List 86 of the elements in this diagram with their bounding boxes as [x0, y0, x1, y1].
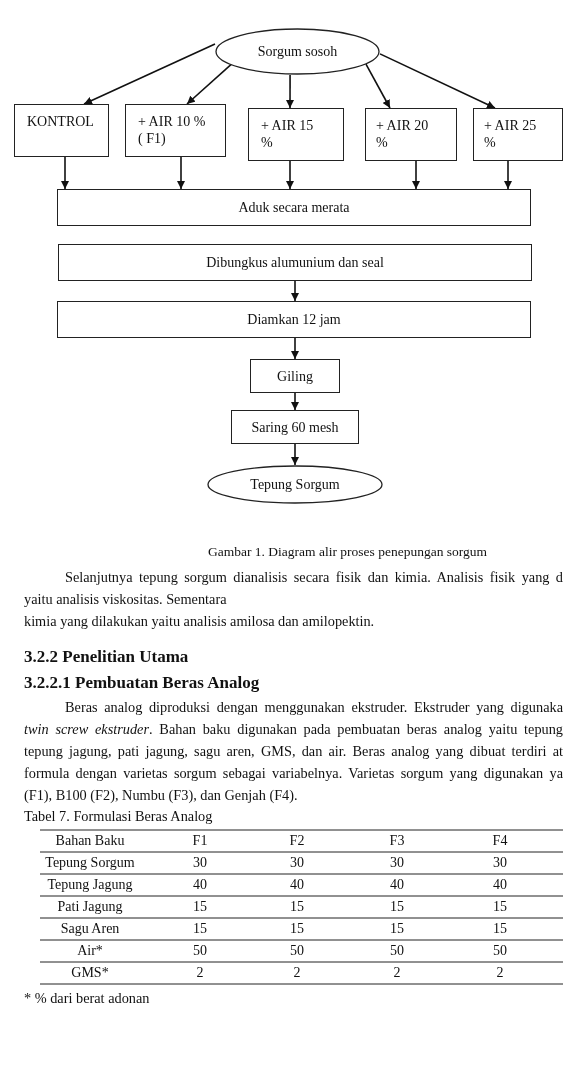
box-label: KONTROL	[27, 113, 94, 130]
table-cell-text: 50	[492, 942, 508, 960]
table-cell-text: 30	[492, 854, 508, 872]
table-cell-text: Tepung Sorgum	[44, 854, 136, 872]
process-box	[14, 104, 109, 157]
arrow	[61, 156, 69, 190]
table-cell-text: 2	[392, 964, 402, 982]
body-text: Selanjutnya tepung sorgum dianalisis secara fisik dan kimia. Analisis fisik yang d	[65, 568, 563, 586]
arrow	[291, 280, 299, 302]
arrow	[365, 63, 391, 109]
table-cell-text: 15	[492, 920, 508, 938]
body-text: kimia yang dilakukan yaitu analisis amilosa dan amilopektin.	[24, 612, 375, 630]
table-cell-text: 40	[492, 876, 508, 894]
table-cell-text: 30	[289, 854, 305, 872]
body-text: (F1), B100 (F2), Numbu (F3), dan Genjah (F4).	[24, 786, 298, 804]
column-header: F1	[191, 832, 209, 850]
box-label: Giling	[277, 367, 313, 385]
arrow	[504, 160, 512, 190]
table-cell-text: 15	[389, 920, 405, 938]
box-label: Saring 60 mesh	[251, 418, 339, 436]
column-header: Bahan Baku	[54, 832, 126, 850]
column-header: F4	[491, 832, 509, 850]
table-cell-text: 40	[389, 876, 405, 894]
body-text: yaitu analisis viskositas. Sementara	[24, 590, 228, 608]
process-box	[248, 108, 344, 161]
process-box	[250, 359, 340, 393]
table-cell-text: 40	[289, 876, 305, 894]
box-label: Tepung Sorgum	[250, 476, 340, 493]
box-label: Dibungkus alumunium dan seal	[206, 254, 384, 271]
body-text: Beras analog diproduksi dengan menggunakan ekstruder. Ekstruder yang digunaka	[65, 698, 563, 716]
terminal-ellipse	[215, 28, 380, 75]
arrow	[177, 156, 185, 190]
body-text: formula dengan varietas sorgum sebagai variabelnya. Varietas sorgum yang digunakan ya	[24, 764, 563, 782]
table-cell-text: 50	[389, 942, 405, 960]
table-cell-text: Tepung Jagung	[46, 876, 134, 894]
box-label: + AIR 25 %	[484, 117, 538, 151]
process-box	[473, 108, 563, 161]
arrow	[379, 53, 496, 109]
box-label: + AIR 15 %	[261, 117, 315, 151]
arrow	[186, 63, 233, 105]
footnote: * % dari berat adonan	[24, 989, 150, 1007]
table-cell-text: Air*	[76, 942, 104, 960]
table-cell-text: 50	[192, 942, 208, 960]
arrow	[291, 443, 299, 466]
table-cell-text: 15	[289, 898, 305, 916]
table-cell-text: Pati Jagung	[56, 898, 124, 916]
table-cell-text: 15	[389, 898, 405, 916]
body-text: twin screw ekstruder. Bahan baku digunakan pada pembuatan beras analog yaitu tepung	[24, 720, 563, 738]
arrow	[291, 392, 299, 411]
figure-caption: Gambar 1. Diagram alir proses penepungan sorgum	[208, 543, 488, 561]
process-box	[231, 410, 359, 444]
process-box	[58, 244, 532, 281]
column-header: F3	[388, 832, 406, 850]
table-cell-text: 15	[192, 898, 208, 916]
table-cell-text: 50	[289, 942, 305, 960]
table-cell-text: 30	[192, 854, 208, 872]
process-box	[125, 104, 226, 157]
table-cell-text: 15	[289, 920, 305, 938]
process-box	[57, 301, 531, 338]
section-heading: 3.2.2.1 Pembuatan Beras Analog	[24, 673, 260, 693]
table-title: Tabel 7. Formulasi Beras Analog	[24, 807, 213, 825]
arrow	[286, 160, 294, 190]
process-box	[365, 108, 457, 161]
box-label: Aduk secara merata	[238, 199, 350, 216]
column-header: F2	[288, 832, 306, 850]
box-label: Sorgum sosoh	[257, 43, 338, 60]
arrow	[412, 160, 420, 190]
process-box	[57, 189, 531, 226]
arrow	[286, 74, 294, 109]
table-cell-text: Sagu Aren	[59, 920, 121, 938]
arrow	[291, 337, 299, 360]
terminal-ellipse	[207, 465, 383, 504]
table-cell-text: 2	[495, 964, 505, 982]
table-cell-text: 30	[389, 854, 405, 872]
arrow	[83, 43, 216, 105]
box-label: + AIR 20 %	[376, 117, 430, 151]
table-cell-text: 40	[192, 876, 208, 894]
table-cell-text: 15	[192, 920, 208, 938]
table-cell-text: GMS*	[70, 964, 110, 982]
box-label: Diamkan 12 jam	[247, 311, 341, 328]
section-heading: 3.2.2 Penelitian Utama	[24, 647, 189, 667]
table-cell-text: 2	[292, 964, 302, 982]
table-cell-text: 2	[195, 964, 205, 982]
body-text: tepung jagung, pati jagung, sagu aren, GMS, dan air. Beras analog yang dibuat terdiri at	[24, 742, 563, 760]
box-label: + AIR 10 % ( F1)	[138, 113, 207, 147]
table-cell-text: 15	[492, 898, 508, 916]
